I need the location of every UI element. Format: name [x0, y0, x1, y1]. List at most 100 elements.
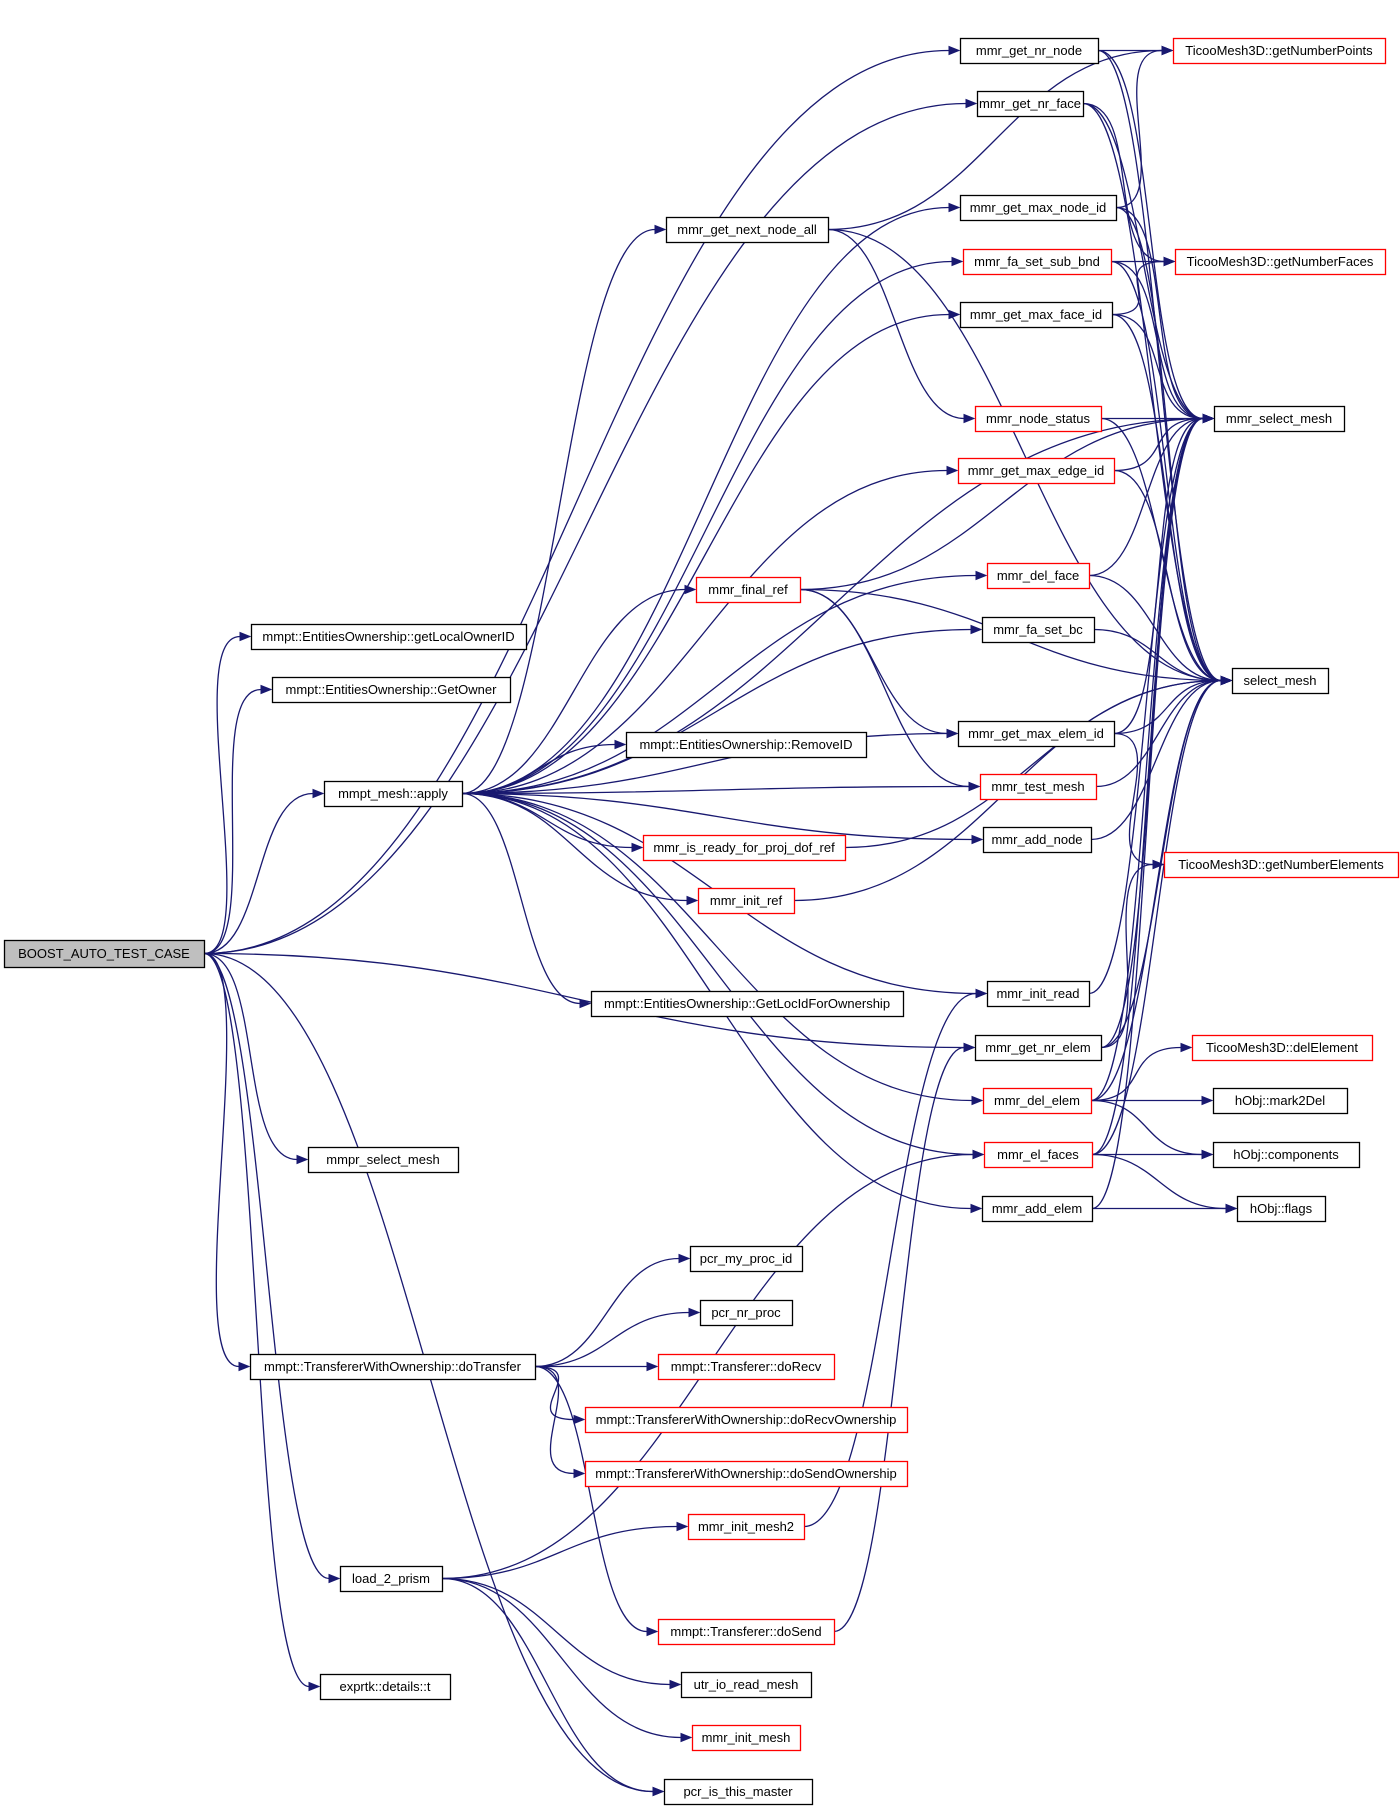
node-pcr-my-proc-id[interactable]: pcr_my_proc_id: [689, 1245, 804, 1273]
node-do-send[interactable]: mmpt::Transferer::doSend: [657, 1618, 836, 1646]
node-label: hObj::flags: [1250, 1201, 1313, 1216]
call-edge-do-transfer-to-pcr-my-proc-id: [534, 1253, 691, 1368]
node-mmr-final-ref[interactable]: mmr_final_ref: [695, 576, 802, 604]
node-apply[interactable]: mmpt_mesh::apply: [323, 780, 464, 808]
node-mmr-init-mesh[interactable]: mmr_init_mesh: [691, 1724, 802, 1752]
node-mmr-get-max-elem-id[interactable]: mmr_get_max_elem_id: [957, 720, 1116, 748]
node-mmr-el-faces[interactable]: mmr_el_faces: [983, 1141, 1094, 1169]
node-label: mmr_get_nr_node: [976, 43, 1082, 58]
node-mmr-del-face[interactable]: mmr_del_face: [986, 562, 1091, 590]
node-mmr-node-status[interactable]: mmr_node_status: [974, 405, 1103, 433]
node-del-element[interactable]: TicooMesh3D::delElement: [1191, 1034, 1374, 1062]
node-mmr-get-nr-face[interactable]: mmr_get_nr_face: [976, 90, 1085, 118]
node-box: [625, 731, 868, 759]
call-edge-apply-to-mmr-get-max-face-id: [461, 309, 961, 795]
call-edge-boost-to-get-local-owner-id: [203, 631, 252, 955]
node-get-local-owner-id[interactable]: mmpt::EntitiesOwnership::getLocalOwnerID: [250, 623, 528, 651]
node-mmr-init-read[interactable]: mmr_init_read: [986, 980, 1091, 1008]
node-box: [983, 1141, 1094, 1169]
call-edge-do-transfer-to-do-recv: [534, 1361, 659, 1372]
node-box: [697, 887, 796, 915]
call-edge-mmr-del-elem-to-mark2del: [1091, 1095, 1214, 1106]
node-get-number-faces[interactable]: TicooMesh3D::getNumberFaces: [1174, 248, 1387, 276]
node-mmr-del-elem[interactable]: mmr_del_elem: [982, 1087, 1093, 1115]
node-utr-io-read-mesh[interactable]: utr_io_read_mesh: [680, 1671, 813, 1699]
node-label: TicooMesh3D::getNumberPoints: [1185, 43, 1373, 58]
node-box: [959, 37, 1100, 65]
node-box: [657, 1353, 836, 1381]
node-get-number-points[interactable]: TicooMesh3D::getNumberPoints: [1172, 37, 1387, 65]
call-edge-do-transfer-to-pcr-nr-proc: [534, 1307, 701, 1368]
node-box: [979, 773, 1098, 801]
node-box: [663, 1778, 814, 1806]
node-box: [1231, 667, 1330, 695]
node-do-recv-ownership[interactable]: mmpt::TransfererWithOwnership::doRecvOwn…: [584, 1406, 909, 1434]
node-mmr-select-mesh[interactable]: mmr_select_mesh: [1213, 405, 1346, 433]
node-mmr-is-ready[interactable]: mmr_is_ready_for_proj_dof_ref: [642, 834, 847, 862]
node-pcr-is-this-master[interactable]: pcr_is_this_master: [663, 1778, 814, 1806]
node-get-loc-id[interactable]: mmpt::EntitiesOwnership::GetLocIdForOwne…: [590, 990, 905, 1018]
node-mmr-fa-set-bc[interactable]: mmr_fa_set_bc: [981, 616, 1096, 644]
node-flags[interactable]: hObj::flags: [1236, 1195, 1327, 1223]
node-box: [691, 1724, 802, 1752]
node-label: mmr_get_nr_elem: [985, 1040, 1091, 1055]
node-label: mmr_is_ready_for_proj_dof_ref: [653, 840, 835, 855]
node-get-number-elements[interactable]: TicooMesh3D::getNumberElements: [1163, 851, 1400, 879]
call-edge-boost-to-mmr-get-nr-node: [203, 45, 961, 955]
node-exprtk-t[interactable]: exprtk::details::t: [319, 1673, 452, 1701]
node-mmr-get-max-edge-id[interactable]: mmr_get_max_edge_id: [957, 457, 1116, 485]
node-mmr-get-next-node-all[interactable]: mmr_get_next_node_all: [665, 216, 830, 244]
node-do-recv[interactable]: mmpt::Transferer::doRecv: [657, 1353, 836, 1381]
node-label: mmpt::EntitiesOwnership::GetLocIdForOwne…: [604, 996, 890, 1011]
call-edge-mmr-get-max-node-id-to-mmr-select-mesh: [1115, 206, 1215, 424]
node-label: mmpr_select_mesh: [326, 1152, 439, 1167]
node-mmr-init-ref[interactable]: mmr_init_ref: [697, 887, 796, 915]
node-box: [271, 676, 512, 704]
node-box: [982, 1087, 1093, 1115]
node-label: mmr_init_read: [996, 986, 1079, 1001]
node-remove-id[interactable]: mmpt::EntitiesOwnership::RemoveID: [625, 731, 868, 759]
node-box: [665, 216, 830, 244]
node-mmr-get-nr-elem[interactable]: mmr_get_nr_elem: [974, 1034, 1103, 1062]
node-select-mesh[interactable]: select_mesh: [1231, 667, 1330, 695]
call-edge-apply-to-mmr-get-max-edge-id: [461, 465, 959, 795]
node-box: [307, 1146, 460, 1174]
node-box: [981, 616, 1096, 644]
node-box: [962, 248, 1113, 276]
node-mmpr-select-mesh[interactable]: mmpr_select_mesh: [307, 1146, 460, 1174]
node-box: [249, 1353, 537, 1381]
node-label: mmr_get_max_edge_id: [968, 463, 1105, 478]
node-mark2del[interactable]: hObj::mark2Del: [1212, 1087, 1349, 1115]
node-mmr-test-mesh[interactable]: mmr_test_mesh: [979, 773, 1098, 801]
node-box: [976, 90, 1085, 118]
node-do-send-ownership[interactable]: mmpt::TransfererWithOwnership::doSendOwn…: [584, 1460, 909, 1488]
node-box: [680, 1671, 813, 1699]
node-mmr-fa-set-sub-bnd[interactable]: mmr_fa_set_sub_bnd: [962, 248, 1113, 276]
node-box: [3, 939, 206, 969]
node-do-transfer[interactable]: mmpt::TransfererWithOwnership::doTransfe…: [249, 1353, 537, 1381]
node-pcr-nr-proc[interactable]: pcr_nr_proc: [699, 1299, 794, 1327]
node-mmr-get-max-face-id[interactable]: mmr_get_max_face_id: [959, 301, 1114, 329]
node-mmr-add-node[interactable]: mmr_add_node: [982, 826, 1093, 854]
node-boost[interactable]: BOOST_AUTO_TEST_CASE: [3, 939, 206, 969]
call-edge-do-transfer-to-do-send: [534, 1365, 659, 1637]
call-edge-mmr-init-mesh2-to-mmr-init-read: [803, 988, 988, 1528]
node-box: [1212, 1141, 1361, 1169]
node-mmr-get-max-node-id[interactable]: mmr_get_max_node_id: [959, 194, 1118, 222]
node-box: [584, 1460, 909, 1488]
node-components[interactable]: hObj::components: [1212, 1141, 1361, 1169]
node-load-2-prism[interactable]: load_2_prism: [339, 1565, 444, 1593]
node-mmr-init-mesh2[interactable]: mmr_init_mesh2: [687, 1513, 806, 1541]
node-mmr-get-nr-node[interactable]: mmr_get_nr_node: [959, 37, 1100, 65]
call-edge-apply-to-mmr-del-elem: [461, 792, 984, 1106]
node-mmr-add-elem[interactable]: mmr_add_elem: [981, 1195, 1094, 1223]
call-edge-mmr-get-max-face-id-to-get-number-faces: [1111, 256, 1176, 316]
node-get-owner[interactable]: mmpt::EntitiesOwnership::GetOwner: [271, 676, 512, 704]
call-edge-boost-to-mmpr-select-mesh: [203, 952, 309, 1165]
call-edge-mmr-get-max-elem-id-to-get-number-elements: [1113, 732, 1165, 870]
call-edge-load-2-prism-to-pcr-is-this-master: [441, 1577, 665, 1797]
node-label: mmr_init_ref: [710, 893, 783, 908]
call-edge-mmr-final-ref-to-mmr-test-mesh: [799, 588, 981, 792]
node-label: mmpt::TransfererWithOwnership::doRecvOwn…: [596, 1412, 897, 1427]
node-label: mmr_add_elem: [992, 1201, 1082, 1216]
